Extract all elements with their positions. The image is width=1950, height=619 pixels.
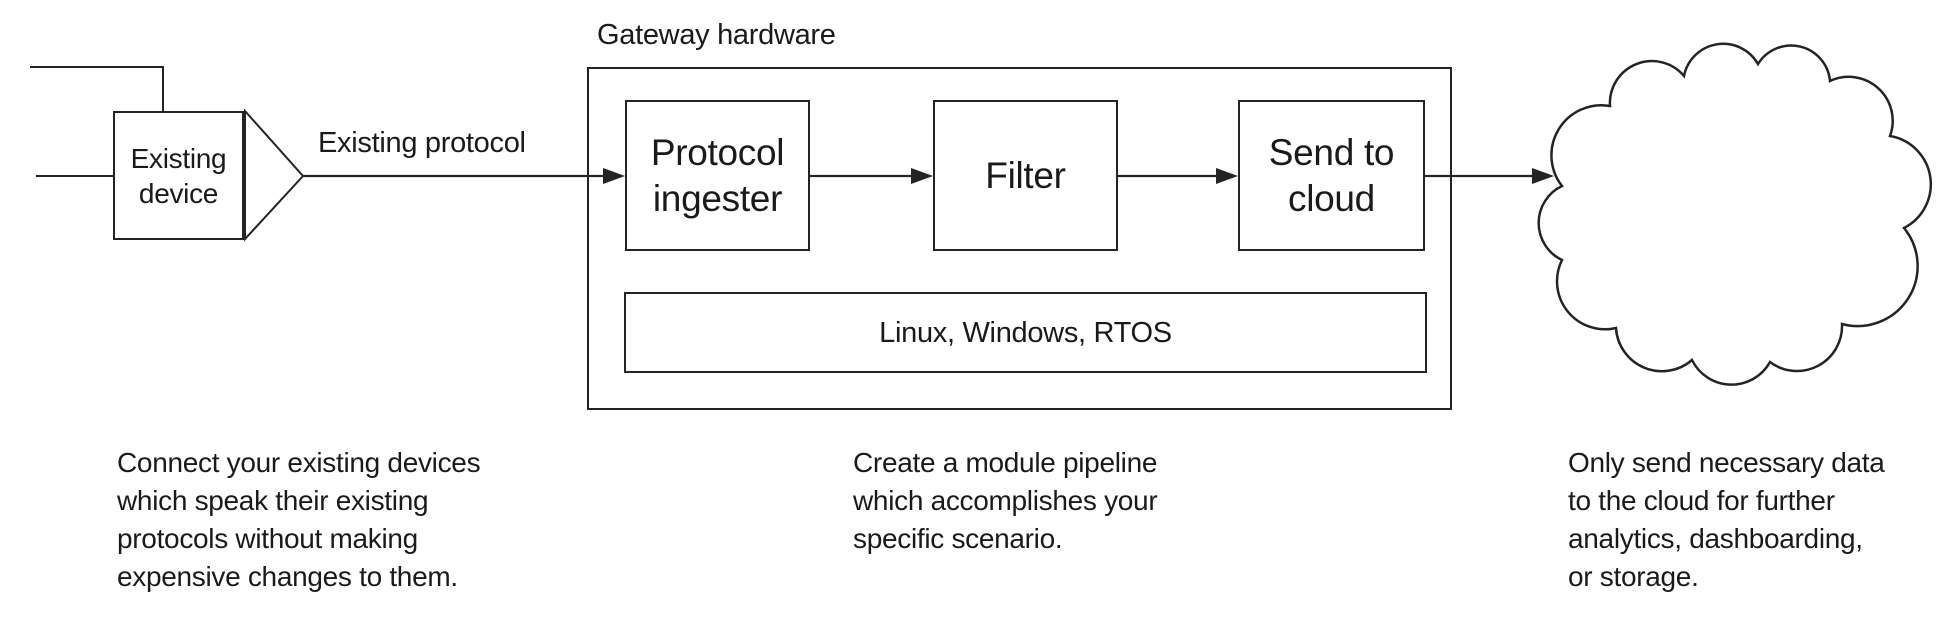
existing-protocol-label: Existing protocol [318,127,526,159]
os-bar-box: Linux, Windows, RTOS [624,292,1427,373]
arrow-filter-to-send [1118,168,1238,184]
existing-device-label: Existing device [130,142,227,209]
caption-cloud-data: Only send necessary data to the cloud fo… [1568,447,1885,592]
arrow-ingester-to-filter [810,168,933,184]
existing-device-box: Existing device [113,111,244,240]
send-to-cloud-label: Send to cloud [1268,131,1395,219]
device-output-triangle [244,108,305,242]
filter-box: Filter [933,100,1118,251]
caption-existing-devices: Connect your existing devices which spea… [117,447,481,592]
caption-module-pipeline: Create a module pipeline which accomplis… [853,447,1158,554]
protocol-ingester-label: Protocol ingester [650,131,785,219]
device-wire-top [30,66,164,111]
arrow-send-to-cloud [1425,168,1554,184]
filter-label: Filter [985,154,1066,196]
os-bar-label: Linux, Windows, RTOS [879,316,1172,349]
gateway-hardware-box [587,67,1452,410]
send-to-cloud-box: Send to cloud [1238,100,1425,251]
protocol-ingester-box: Protocol ingester [625,100,810,251]
arrow-device-to-ingester [303,168,625,184]
cloud-icon [1537,42,1933,386]
flow-arrows [303,168,1554,184]
gateway-hardware-title: Gateway hardware [597,19,836,51]
